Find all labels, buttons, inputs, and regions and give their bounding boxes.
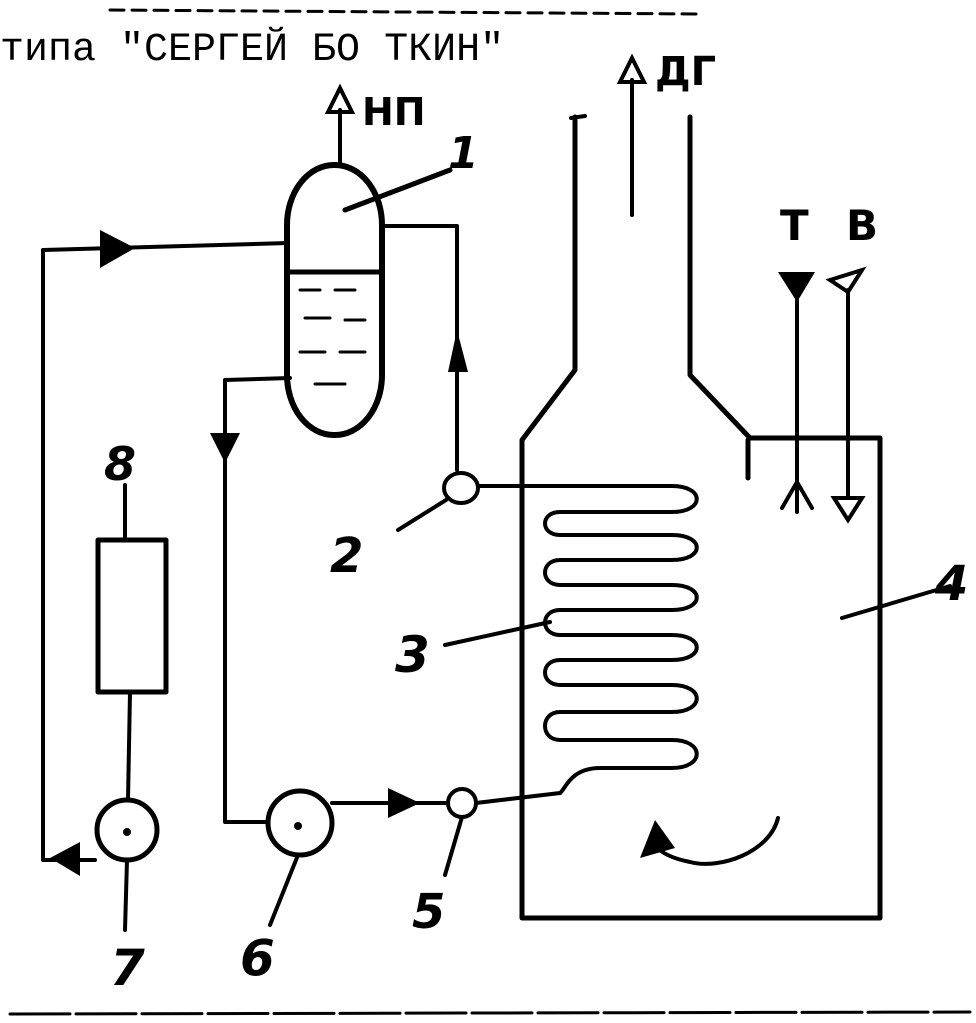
heating-coil [543,484,699,795]
number-4: 4 [934,556,968,612]
flue-gas-arrow-icon [616,53,648,84]
pump-to-valve-arrow-icon [388,788,420,818]
leader-1 [342,167,453,213]
leader-4 [840,584,952,620]
label-steam-out: НП [362,90,426,134]
number-1: 1 [448,128,479,179]
feed-arrow-bottom-icon [50,842,80,876]
fuel-entry-mark-icon [780,480,814,510]
number-6: 6 [240,929,275,987]
leader-2 [396,498,448,532]
document-title: типа "СЕРГЕЙ БО ТКИН" [0,26,504,73]
drum-water-marks [298,288,367,386]
valve-lower [446,787,478,819]
feed-arrow-top-icon [100,230,135,268]
heater-box [95,537,169,695]
steam-outlet-arrow-icon [324,83,356,114]
top-edge-dashes [108,8,702,16]
label-air: В [846,201,878,250]
feed-pump-center [123,828,131,836]
fuel-arrow-icon [778,272,815,302]
label-fuel: Т [780,201,809,250]
number-7: 7 [110,939,145,997]
valve-upper [442,471,480,505]
number-2: 2 [330,528,363,584]
furnace-top-left-stub [569,114,587,120]
number-8: 8 [104,437,136,491]
heater-to-pump [126,690,132,802]
flame-swirl-arrow [653,816,780,866]
steam-drum [284,162,385,438]
riser-arrow-icon [448,330,468,372]
air-arrow-bottom-icon [830,496,866,524]
leader-6 [268,853,300,927]
valve5-to-coil [474,791,562,805]
downcomer-line [223,376,292,824]
flame-swirl-arrow-head-icon [640,820,675,858]
label-exhaust-gas: ДГ [655,49,716,95]
leader-5 [443,815,464,877]
riser-line [380,224,459,472]
bottom-edge-line [8,1010,972,1016]
air-arrow-top-icon [825,266,867,295]
number-5: 5 [412,884,445,940]
circulation-pump-center [294,822,302,830]
number-3: 3 [395,626,430,684]
leader-3 [443,620,552,647]
leader-7 [123,858,129,932]
furnace-body [519,114,883,921]
downcomer-arrow-icon [210,433,240,463]
